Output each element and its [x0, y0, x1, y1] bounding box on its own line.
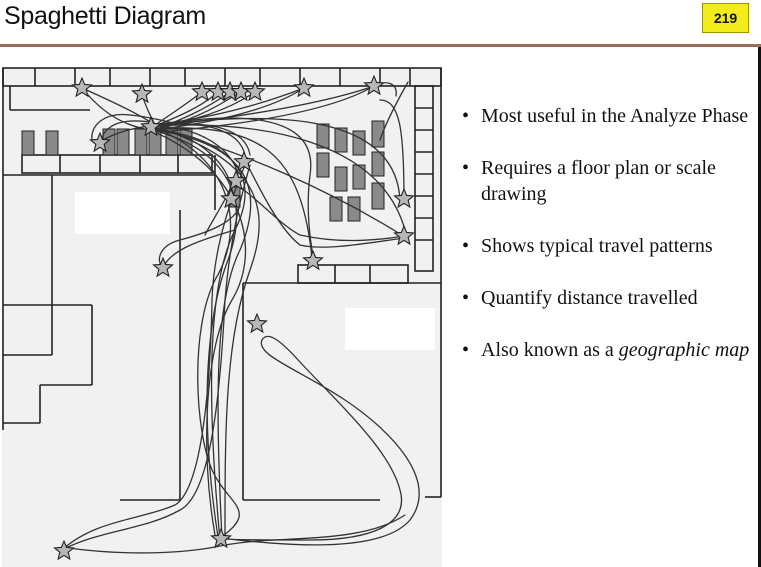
bullet-marker: • [462, 287, 470, 309]
bullet-item: • Most useful in the Analyze Phase [462, 103, 752, 129]
bullet-item: • Also known as a geographic map [462, 337, 752, 363]
floor-plan-walls [2, 67, 442, 501]
bullet-list: • Most useful in the Analyze Phase • Requi… [462, 103, 752, 389]
bullet-text-prefix: Also known as a [481, 339, 619, 361]
bullet-text: Requires a floor plan or scale drawing [481, 157, 716, 205]
bullet-item: • Requires a floor plan or scale drawing [462, 155, 752, 207]
bullet-marker: • [462, 235, 470, 257]
page-number-badge: 219 [702, 3, 749, 33]
bullet-text: Shows typical travel patterns [481, 235, 713, 257]
bullet-marker: • [462, 339, 470, 361]
bullet-text: Quantify distance travelled [481, 287, 698, 309]
bullet-item: • Shows typical travel patterns [462, 233, 752, 259]
slide-title: Spaghetti Diagram [4, 2, 206, 30]
bullet-text-emphasis: geographic map [618, 339, 750, 361]
right-edge-bar [758, 47, 761, 567]
bullet-text: Most useful in the Analyze Phase [481, 105, 749, 127]
spaghetti-diagram [2, 67, 442, 567]
title-rule [0, 44, 761, 47]
bullet-item: • Quantify distance travelled [462, 285, 752, 311]
bullet-marker: • [462, 105, 470, 127]
bullet-marker: • [462, 157, 470, 179]
